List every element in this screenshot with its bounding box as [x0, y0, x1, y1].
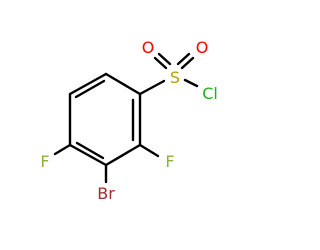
ring-inner-bond-3	[74, 79, 106, 99]
atom-bromine: Br	[97, 184, 115, 203]
ring-inner-bond-2	[75, 141, 105, 160]
ring-bond-c5-c6	[68, 72, 108, 96]
atom-chlorine: Cl	[202, 84, 218, 103]
molecule-svg: O O S Cl F F Br	[40, 38, 218, 203]
atom-oxygen-right: O	[196, 38, 209, 57]
bond-sulfur-oxygen-right-b	[180, 56, 195, 70]
atom-sulfur: S	[170, 68, 180, 87]
bond-sulfur-oxygen-left-a	[153, 56, 168, 70]
molecule-diagram: O O S Cl F F Br	[40, 38, 218, 203]
atom-fluorine-para: F	[40, 152, 49, 171]
ring-bond-c6-c1	[104, 72, 142, 96]
bond-sulfur-oxygen-right-a	[176, 52, 191, 66]
atom-fluorine-ortho: F	[165, 152, 174, 171]
bond-c4-fluorine	[53, 143, 72, 156]
bond-c2-fluorine	[138, 143, 160, 158]
ring-bond-c3-c4	[68, 143, 108, 167]
bond-sulfur-oxygen-left-b	[157, 52, 172, 66]
bond-sulfur-chlorine	[183, 78, 199, 88]
atom-oxygen-left: O	[142, 38, 155, 57]
ring-bond-c2-c3	[104, 143, 142, 167]
bond-c1-sulfur	[138, 79, 166, 96]
